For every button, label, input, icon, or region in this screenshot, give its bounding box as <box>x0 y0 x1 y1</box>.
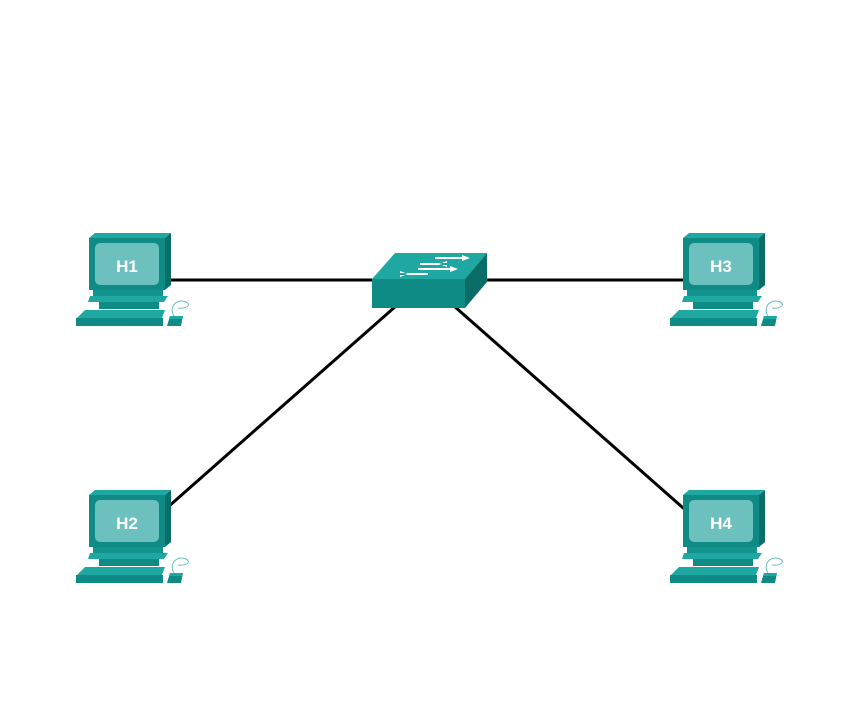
links <box>167 278 691 516</box>
host-h3[interactable]: H3 <box>669 232 783 327</box>
switch-icon <box>372 253 487 308</box>
host-h2[interactable]: H2 <box>75 489 189 584</box>
host-h4[interactable]: H4 <box>669 489 783 584</box>
host-label: H2 <box>116 514 138 533</box>
host-label: H1 <box>116 257 138 276</box>
link-h2-switch <box>167 304 397 509</box>
pc-icon <box>669 232 783 327</box>
host-label: H3 <box>710 257 732 276</box>
switch[interactable] <box>372 253 487 308</box>
link-h4-switch <box>453 304 691 516</box>
host-label: H4 <box>710 514 732 533</box>
host-h1[interactable]: H1 <box>75 232 189 327</box>
pc-icon <box>669 489 783 584</box>
switch-arrows-icon <box>400 255 470 277</box>
